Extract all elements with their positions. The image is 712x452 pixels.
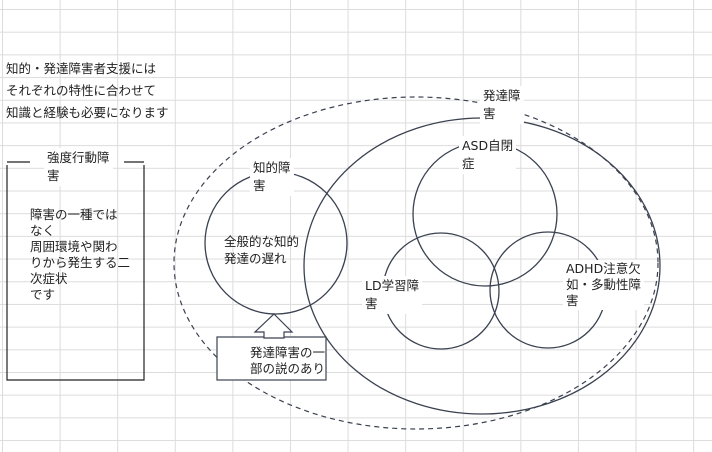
outer-dashed-ellipse (173, 96, 659, 430)
adhd-label: ADHD注意欠如・多動性障害 (563, 260, 645, 310)
asd-label: ASD自閉症 (459, 136, 517, 174)
intellectual-description: 全般的な知的発達の遅れ (224, 234, 300, 266)
note-text: 発達障害の一部の説のあり (250, 345, 326, 376)
intro-line-2: それぞれの特性に合わせて (6, 83, 157, 98)
intro-line-3: 知識と経験も必要になります (6, 105, 169, 120)
behavior-title: 強度行動障害 (44, 148, 113, 186)
behavior-bracket (6, 165, 145, 381)
developmental-title: 発達障害 (480, 86, 524, 124)
ld-label: LD学習障害 (362, 276, 423, 314)
intellectual-title: 知的障害 (250, 158, 294, 196)
intro-line-1: 知的・発達障害者支援には (6, 61, 157, 76)
behavior-description: 障害の一種ではなく周囲環境や関わりから発生する二次症状です (30, 207, 131, 302)
up-arrow-icon (253, 313, 294, 339)
